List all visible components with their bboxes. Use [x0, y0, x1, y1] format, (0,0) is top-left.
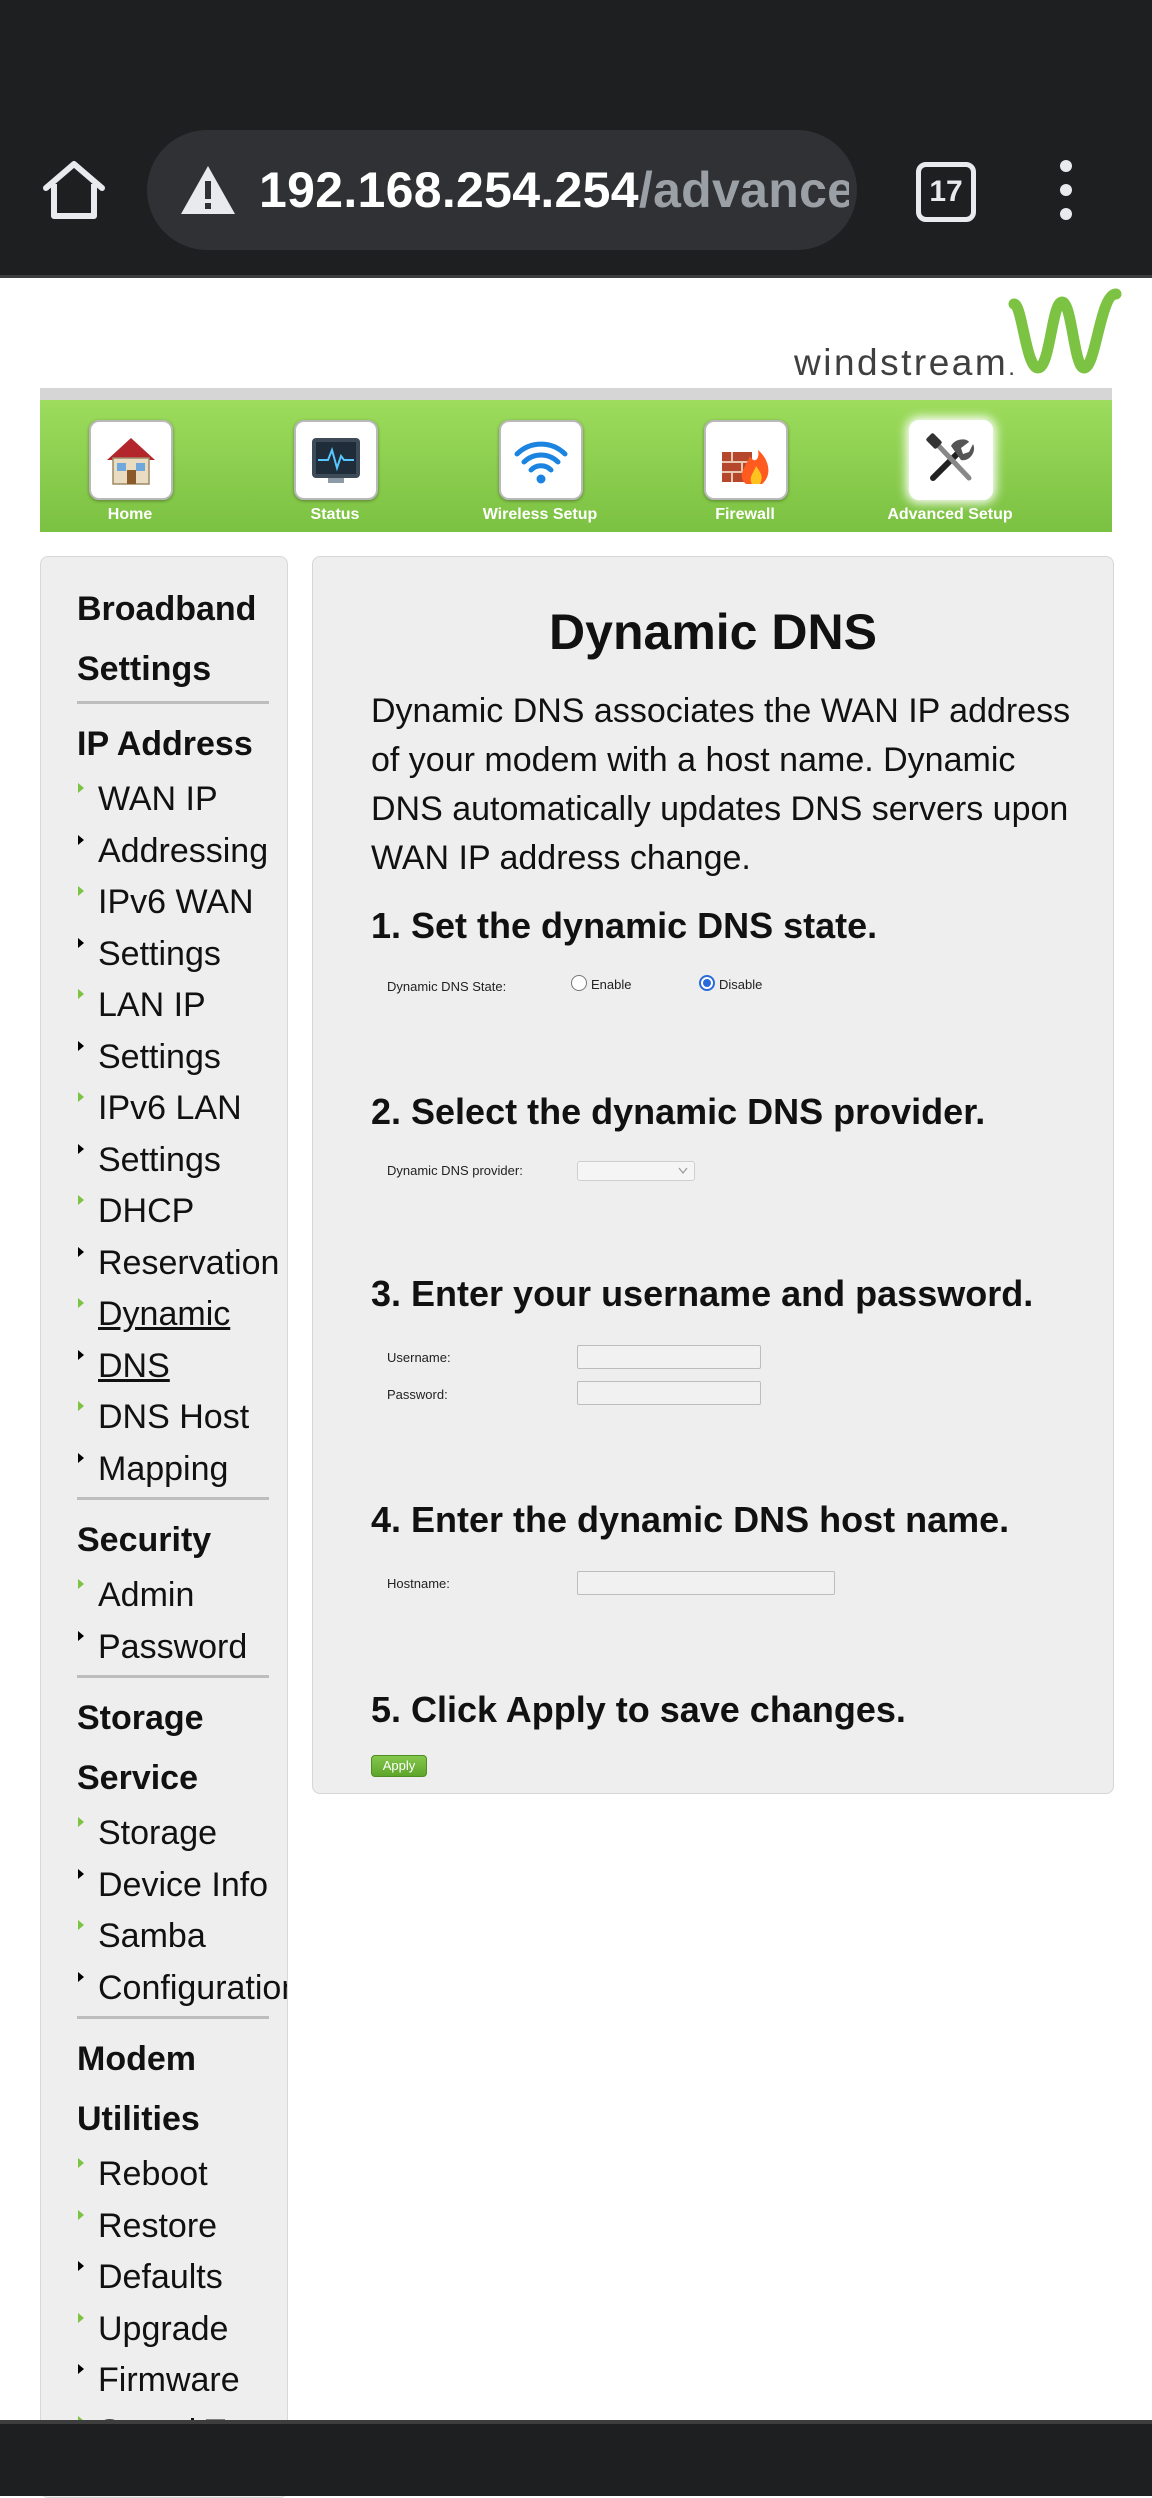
step-2-heading: 2. Select the dynamic DNS provider.: [371, 1091, 986, 1132]
more-vert-icon: [1060, 160, 1072, 172]
nav-home[interactable]: Home: [40, 400, 220, 532]
provider-select[interactable]: [577, 1161, 695, 1181]
disable-radio-label: Disable: [719, 977, 763, 992]
step-1-heading: 1. Set the dynamic DNS state.: [371, 905, 878, 946]
browser-toolbar: 192.168.254.254/advanced 17: [0, 120, 1152, 276]
address-bar[interactable]: 192.168.254.254/advanced: [147, 130, 857, 250]
sidebar-divider: [77, 1497, 269, 1500]
windstream-logo: windstream.: [790, 288, 1122, 388]
nav-wireless-setup[interactable]: Wireless Setup: [450, 400, 630, 532]
step-3-heading: 3. Enter your username and password.: [371, 1273, 1034, 1314]
home-icon: [43, 161, 105, 219]
url-text[interactable]: 192.168.254.254/advanced: [259, 130, 849, 250]
sidebar-heading-security[interactable]: Security: [77, 1521, 212, 1559]
nav-status[interactable]: Status: [245, 400, 425, 532]
disable-radio-control[interactable]: [699, 975, 715, 991]
brand-name: windstream.: [794, 342, 1018, 383]
wifi-icon: [514, 441, 568, 484]
header-divider: [40, 388, 1112, 400]
sidebar-heading-ip-address[interactable]: IP Address: [77, 725, 253, 763]
enable-radio[interactable]: Enable: [571, 975, 631, 992]
url-host: 192.168.254.254: [259, 162, 639, 218]
status-bar: [0, 0, 1152, 120]
nav-advanced-label: Advanced Setup: [887, 506, 1013, 523]
warning-icon[interactable]: [179, 164, 237, 216]
tools-icon: [926, 433, 975, 481]
monitor-icon: [312, 438, 360, 483]
step-5-heading: 5. Click Apply to save changes.: [371, 1689, 906, 1730]
firewall-icon: [722, 450, 769, 484]
chevron-down-icon: [678, 1167, 688, 1174]
intro-text: Dynamic DNS associates the WAN IP addres…: [371, 692, 1071, 877]
nav-firewall-label: Firewall: [715, 506, 775, 523]
browser-home-button[interactable]: [38, 154, 110, 226]
chrome-divider: [0, 275, 1152, 278]
dynamic-dns-panel: Dynamic DNS Dynamic DNS associates the W…: [312, 556, 1114, 1794]
username-label: Username:: [387, 1350, 451, 1365]
hostname-label: Hostname:: [387, 1576, 450, 1591]
sidebar-item-reboot[interactable]: Reboot: [77, 2149, 287, 2201]
main-navigation: Home Status Wireless Setup: [40, 400, 1112, 532]
sidebar-divider: [77, 1675, 269, 1678]
password-label: Password:: [387, 1387, 448, 1402]
sidebar-divider: [77, 2016, 269, 2019]
disable-radio[interactable]: Disable: [699, 975, 762, 992]
nav-advanced-setup[interactable]: Advanced Setup: [860, 400, 1040, 532]
tab-switcher-button[interactable]: 17: [916, 162, 976, 222]
nav-divider: [0, 2420, 1152, 2424]
brand-wave-icon: [1008, 288, 1122, 374]
enable-radio-control[interactable]: [571, 975, 587, 991]
apply-button[interactable]: Apply: [371, 1755, 427, 1777]
url-path: /advanced: [638, 162, 849, 218]
nav-home-label: Home: [107, 506, 153, 523]
browser-menu-button[interactable]: [1050, 160, 1082, 220]
provider-label: Dynamic DNS provider:: [387, 1163, 523, 1178]
house-icon: [107, 438, 155, 485]
sidebar-divider: [77, 701, 269, 704]
page-title: Dynamic DNS: [549, 604, 877, 660]
enable-radio-label: Enable: [591, 977, 632, 992]
nav-wireless-label: Wireless Setup: [482, 506, 598, 523]
step-4-heading: 4. Enter the dynamic DNS host name.: [371, 1499, 1010, 1540]
tab-count: 17: [929, 175, 963, 208]
nav-firewall[interactable]: Firewall: [655, 400, 835, 532]
nav-status-label: Status: [310, 506, 360, 523]
dns-state-label: Dynamic DNS State:: [387, 979, 507, 994]
username-input[interactable]: [577, 1345, 761, 1369]
system-navigation-bar: [0, 2424, 1152, 2496]
hostname-input[interactable]: [577, 1571, 835, 1595]
password-input[interactable]: [577, 1381, 761, 1405]
